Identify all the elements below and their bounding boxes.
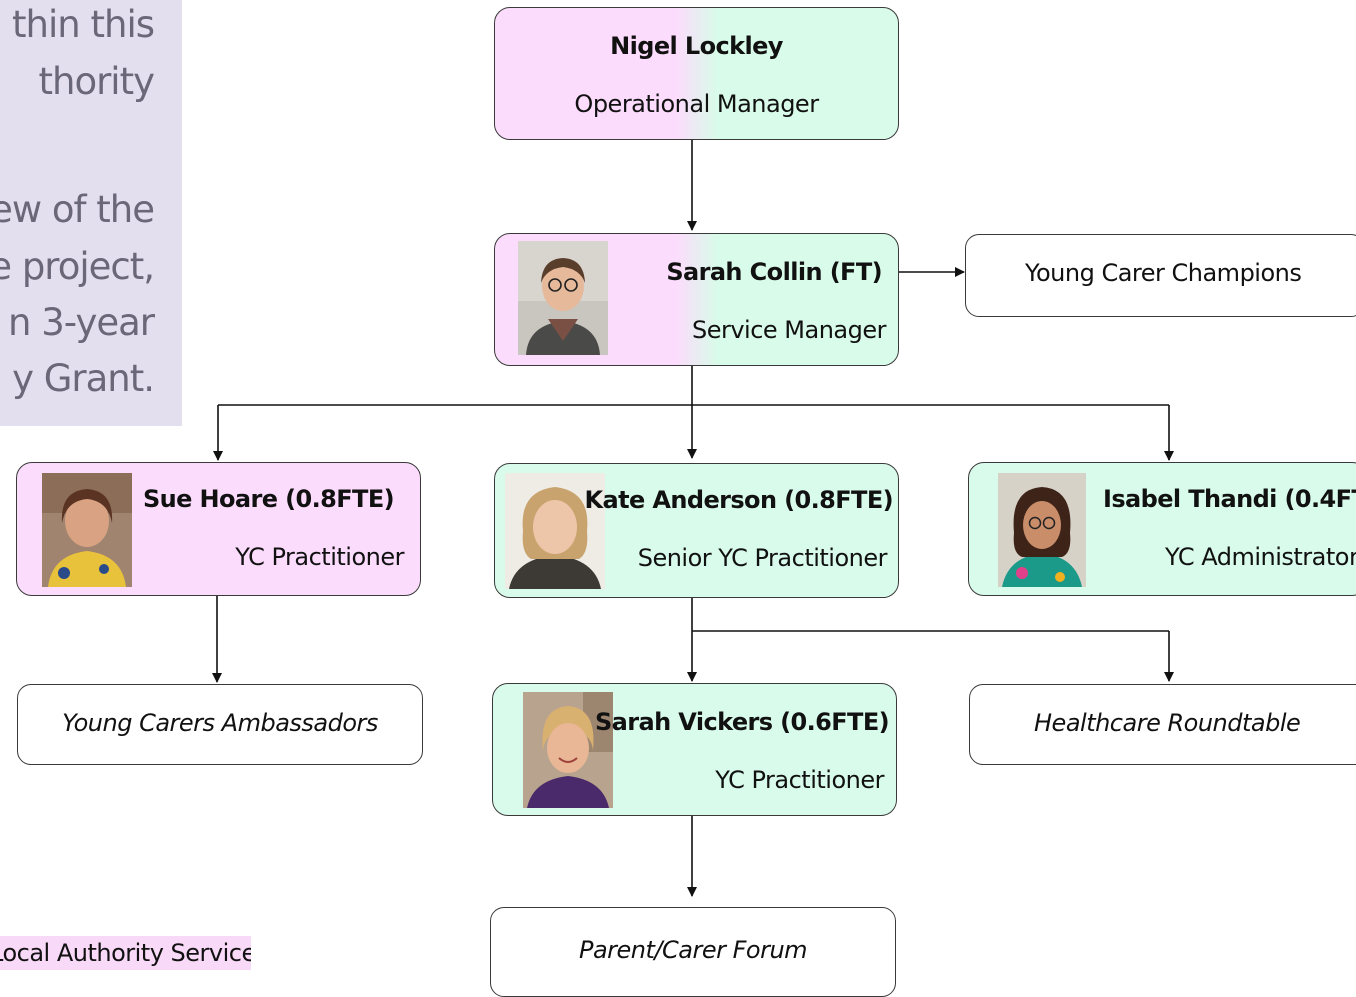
node-label: Young Carers Ambassadors (62, 709, 378, 737)
node-isabel-thandi: Isabel Thandi (0.4FTE) YC Administrator (968, 462, 1356, 596)
node-healthcare-roundtable: Healthcare Roundtable (969, 684, 1356, 765)
node-name: Sue Hoare (0.8FTE) (142, 485, 395, 513)
person-photo (998, 473, 1086, 587)
intro-line: y Grant. (12, 357, 155, 400)
node-parent-carer-forum: Parent/Carer Forum (490, 907, 896, 997)
person-photo (518, 241, 608, 355)
node-role: YC Practitioner (715, 766, 884, 794)
node-role: Service Manager (691, 316, 887, 344)
node-role: Operational Manager (574, 90, 819, 118)
node-sue-hoare: Sue Hoare (0.8FTE) YC Practitioner (16, 462, 421, 596)
node-label: Young Carer Champions (1025, 259, 1302, 287)
node-name: Sarah Vickers (0.6FTE) (594, 708, 890, 736)
node-role: Senior YC Practitioner (637, 544, 888, 572)
node-young-carer-champions: Young Carer Champions (965, 234, 1356, 317)
intro-line: ew of the (0, 188, 155, 231)
node-name: Nigel Lockley (610, 32, 783, 60)
legend-local-authority: Local Authority Service (0, 936, 251, 970)
node-name: Isabel Thandi (0.4FTE) (1103, 485, 1356, 513)
intro-panel: thin this thority ew of the e project, n… (0, 0, 182, 426)
node-kate-anderson: Kate Anderson (0.8FTE) Senior YC Practit… (494, 463, 899, 598)
node-name: Kate Anderson (0.8FTE) (584, 486, 894, 514)
person-photo (505, 473, 605, 589)
node-service-manager: Sarah Collin (FT) Service Manager (494, 233, 899, 366)
node-operational-manager: Nigel Lockley Operational Manager (494, 7, 899, 140)
intro-line: thin this (12, 3, 155, 46)
node-label: Parent/Carer Forum (578, 936, 808, 964)
node-label: Healthcare Roundtable (1034, 709, 1301, 737)
intro-line: e project, (0, 245, 155, 288)
intro-line: n 3-year (8, 301, 155, 344)
intro-line: thority (38, 60, 155, 103)
node-young-carers-ambassadors: Young Carers Ambassadors (17, 684, 423, 765)
legend-label: Local Authority Service (0, 939, 251, 967)
node-sarah-vickers: Sarah Vickers (0.6FTE) YC Practitioner (492, 683, 897, 816)
node-role: YC Practitioner (235, 543, 404, 571)
person-photo (523, 692, 613, 808)
node-name: Sarah Collin (FT) (666, 258, 882, 286)
node-role: YC Administrator (1165, 543, 1356, 571)
person-photo (42, 473, 132, 587)
